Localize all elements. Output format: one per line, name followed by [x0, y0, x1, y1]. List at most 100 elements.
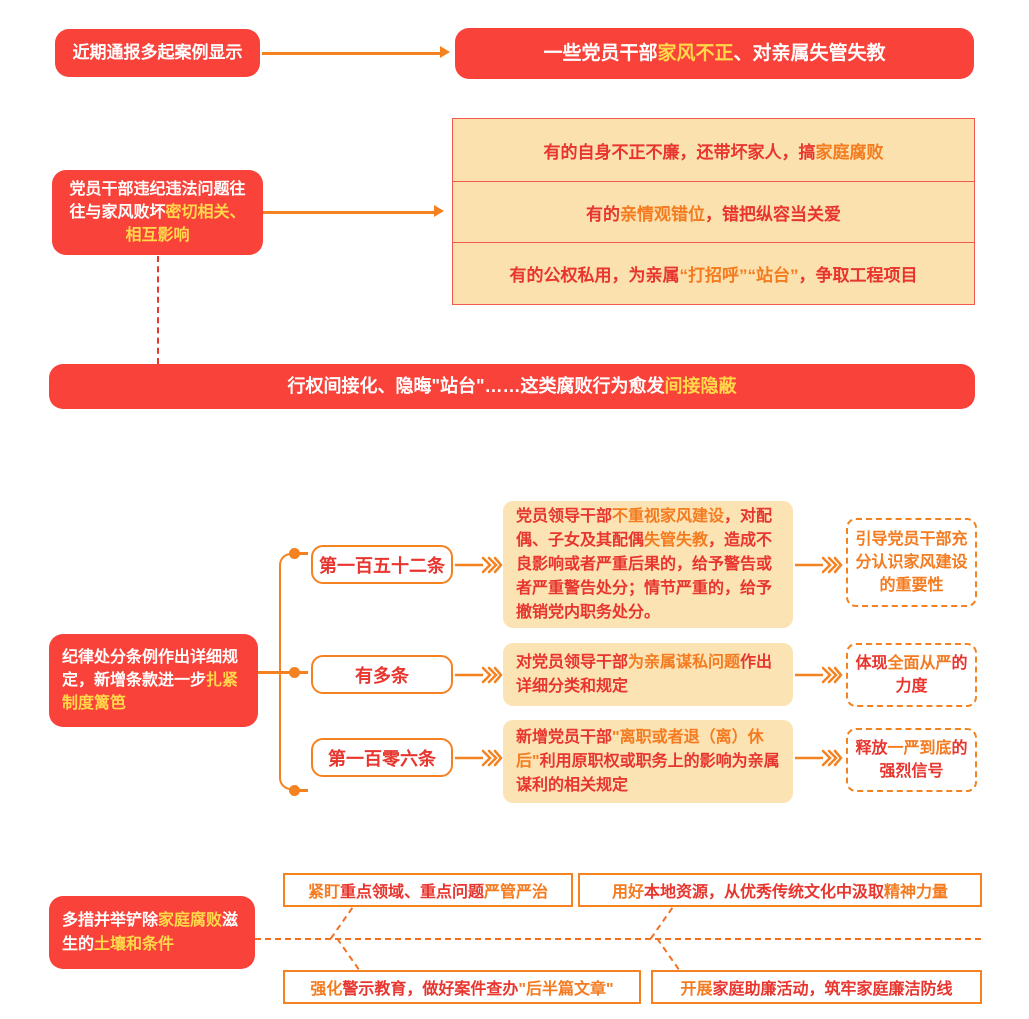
measure-strip-bottom-2[interactable]: 开展家庭助廉活动，筑牢家庭廉洁防线: [651, 970, 982, 1004]
text-run: 扎紧制度篱笆: [62, 671, 239, 713]
branch-label-text: 第一百零六条: [328, 748, 436, 769]
detail-card-2: 对党员领导干部为亲属谋私问题作出详细分类和规定: [503, 643, 793, 706]
bracket-stem: [258, 671, 290, 674]
table-row: 有的公权私用，为亲属“打招呼”“站台”，争取工程项目: [453, 242, 974, 303]
text-run: 失管失教: [644, 531, 709, 549]
text-run: "离职或者退（离）休后": [516, 728, 764, 770]
text-run: 利用原职权或职务上的影响为亲属谋利的相关规定: [516, 752, 780, 794]
text-run: 引导党员干部充分认识家风建设的重要性: [855, 530, 968, 595]
chevron-arrow-1: [455, 554, 503, 576]
note-box-2: 体现全面从严的力度: [846, 643, 977, 707]
text-run: 党员领导干部: [516, 507, 613, 525]
text-run: 开展: [680, 981, 713, 998]
measure-strip-bottom-1[interactable]: 强化警示教育，做好案件查办"后半篇文章": [283, 970, 641, 1004]
table-row-text: 有的亲情观错位，错把纵容当关爱: [586, 200, 841, 225]
text-run: ，对配偶、子女及其配偶: [516, 507, 773, 549]
text-run: 紧盯: [307, 884, 340, 901]
text-run: 有的自身不正不廉，还带坏家人，搞: [543, 142, 816, 162]
text-run: 作出详细分类和规定: [516, 653, 773, 695]
detail-card-text: 对党员领导干部为亲属谋私问题作出详细分类和规定: [516, 651, 780, 699]
branch-label-box-1[interactable]: 第一百五十二条: [311, 545, 453, 584]
text-run: 重点领域、重点问题: [339, 884, 484, 901]
text-run: 警示教育，做好案件查办: [342, 981, 519, 998]
text-run: 有的公权私用，为亲属: [509, 265, 680, 285]
branch-label-box-2[interactable]: 有多条: [311, 655, 453, 694]
conclusion-banner-text: 行权间接化、隐晦"站台"……这类腐败行为愈发间接隐蔽: [287, 373, 736, 399]
text-run: 强化: [310, 981, 343, 998]
measures-root-pill: 多措并举铲除家庭腐败滋生的土壤和条件: [49, 896, 255, 969]
source-pill: 近期通报多起案例显示: [55, 29, 260, 77]
text-run: 行权间接化、隐晦"站台"……这类腐败行为愈发: [287, 376, 665, 397]
text-run: 家庭腐败: [158, 912, 223, 930]
detail-card-1: 党员领导干部不重视家风建设，对配偶、子女及其配偶失管失教，造成不良影响或者严重后…: [503, 501, 793, 628]
text-run: 、对亲属失管失教: [733, 42, 886, 64]
branch-dot-3: [289, 785, 300, 796]
text-run: 体现: [855, 654, 888, 672]
source-pill-text: 近期通报多起案例显示: [72, 42, 243, 62]
arrowhead-cause-to-table: [434, 205, 444, 217]
measure-strip-text: 强化警示教育，做好案件查办"后半篇文章": [310, 975, 613, 999]
table-row-text: 有的自身不正不廉，还带坏家人，搞家庭腐败: [544, 138, 884, 163]
text-run: 有的: [586, 204, 620, 224]
branch-dot-2: [289, 667, 300, 678]
table-row: 有的亲情观错位，错把纵容当关爱: [453, 181, 974, 242]
text-run: 严管严治: [484, 884, 549, 901]
text-run: ，争取工程项目: [798, 265, 918, 285]
table-row: 有的自身不正不廉，还带坏家人，搞家庭腐败: [453, 119, 974, 181]
table-row-text: 有的公权私用，为亲属“打招呼”“站台”，争取工程项目: [510, 261, 918, 286]
text-run: 亲情观错位: [620, 204, 705, 224]
text-run: 不重视家风建设: [612, 507, 725, 525]
branch-label-text: 有多条: [355, 665, 409, 686]
text-run: 一些党员干部: [543, 42, 658, 64]
text-run: 滋生的: [62, 912, 239, 953]
text-run: 家风不正: [657, 42, 734, 64]
headline-banner-text: 一些党员干部家风不正、对亲属失管失教: [543, 40, 885, 68]
text-run: 新增党员干部: [516, 728, 613, 746]
text-run: 家庭助廉活动，筑牢家庭廉洁防线: [712, 981, 953, 998]
text-run: 党员干部违纪违法问题往往与家风败坏: [69, 180, 246, 221]
measure-strip-top-2[interactable]: 用好本地资源，从优秀传统文化中汲取精神力量: [578, 873, 982, 907]
text-run: 土壤和条件: [94, 935, 175, 953]
measure-strip-top-1[interactable]: 紧盯重点领域、重点问题严管严治: [283, 873, 573, 907]
text-run: ，造成不良影响或者严重后果的，给予警告或者严重警告处分；情节严重的，给予撤销党内…: [516, 531, 773, 621]
text-run: 用好: [611, 884, 644, 901]
text-run: "后半篇文章": [518, 981, 614, 998]
text-run: 全面从严: [887, 654, 952, 672]
text-run: 间接隐蔽: [664, 376, 737, 397]
note-box-text: 体现全面从严的力度: [854, 652, 969, 698]
text-run: ，错把纵容当关爱: [705, 204, 841, 224]
measures-spine: [255, 938, 981, 940]
connector-cause-to-table: [263, 211, 437, 214]
text-run: 精神力量: [884, 884, 949, 901]
bracket-spine: [279, 553, 292, 790]
regulation-root-pill: 纪律处分条例作出详细规定，新增条款进一步扎紧制度篱笆: [49, 634, 258, 727]
measure-strip-text: 紧盯重点领域、重点问题严管严治: [308, 878, 548, 902]
text-run: 的强烈信号: [879, 739, 968, 780]
text-run: 多措并举铲除: [62, 912, 159, 930]
text-run: 为亲属谋私问题: [628, 653, 741, 671]
text-run: 对党员领导干部: [516, 653, 629, 671]
headline-banner: 一些党员干部家风不正、对亲属失管失教: [455, 28, 974, 79]
chevron-arrow-note-3: [795, 747, 843, 769]
text-run: 释放: [855, 739, 888, 757]
cause-pill: 党员干部违纪违法问题往往与家风败坏密切相关、相互影响: [52, 170, 263, 255]
text-run: 纪律处分条例作出详细规定，新增条款进一步: [62, 648, 239, 689]
text-run: 密切相关、相互影响: [125, 203, 246, 245]
text-run: 家庭腐败: [815, 142, 884, 162]
detail-card-3: 新增党员干部"离职或者退（离）休后"利用原职权或职务上的影响为亲属谋利的相关规定: [503, 720, 793, 803]
text-run: 本地资源，从优秀传统文化中汲取: [643, 884, 884, 901]
chevron-arrow-note-2: [795, 664, 843, 686]
note-box-1: 引导党员干部充分认识家风建设的重要性: [846, 518, 977, 607]
branch-dot-1: [289, 548, 300, 559]
branch-label-text: 第一百五十二条: [319, 555, 445, 576]
text-run: 一严到底: [887, 739, 952, 757]
regulation-root-text: 纪律处分条例作出详细规定，新增条款进一步扎紧制度篱笆: [62, 646, 245, 716]
conclusion-banner: 行权间接化、隐晦"站台"……这类腐败行为愈发间接隐蔽: [49, 364, 975, 409]
note-box-text: 引导党员干部充分认识家风建设的重要性: [854, 528, 969, 598]
text-run: “打招呼”“站台”: [679, 265, 799, 285]
examples-table: 有的自身不正不廉，还带坏家人，搞家庭腐败 有的亲情观错位，错把纵容当关爱 有的公…: [452, 118, 975, 305]
cause-pill-text: 党员干部违纪违法问题往往与家风败坏密切相关、相互影响: [64, 178, 251, 248]
chevron-arrow-3: [455, 747, 503, 769]
branch-label-box-3[interactable]: 第一百零六条: [311, 738, 453, 777]
